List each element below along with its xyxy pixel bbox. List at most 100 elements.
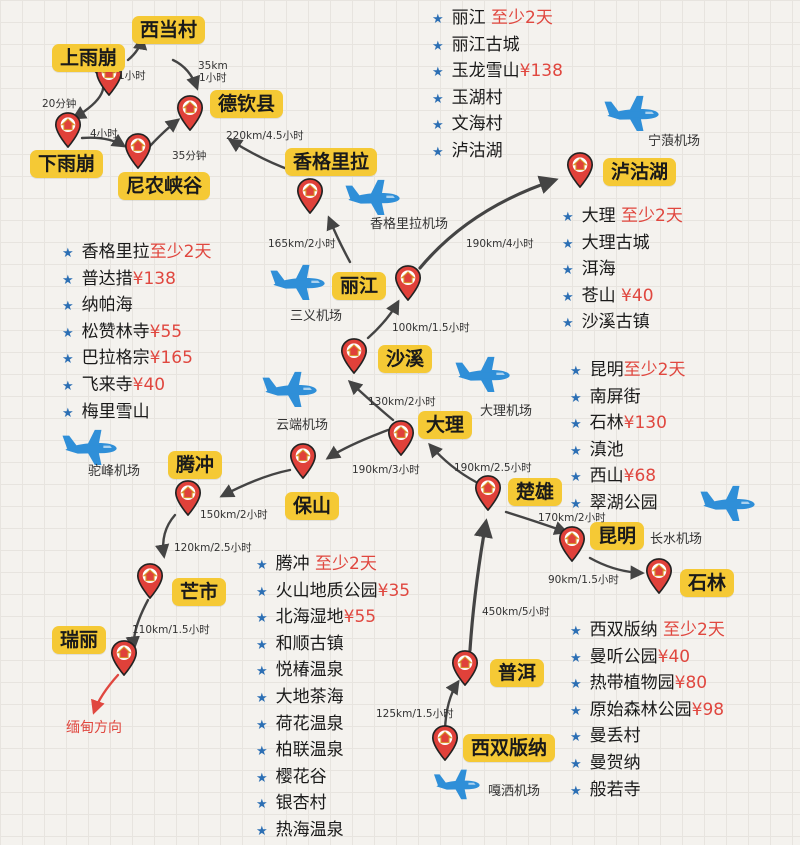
list-item-text: 梅里雪山 <box>81 401 150 422</box>
list-item-text: 荷花温泉 <box>275 713 344 734</box>
route-tengchong-mangshi <box>155 513 177 559</box>
pin-chuxiong <box>475 475 501 511</box>
star-icon: ★ <box>562 263 574 279</box>
distance-mangshi-ruili: 110km/1.5小时 <box>132 624 210 636</box>
star-icon: ★ <box>570 364 582 379</box>
pin-tengchong <box>175 480 201 516</box>
star-icon: ★ <box>570 783 582 799</box>
list-item-text: 樱花谷 <box>275 766 327 787</box>
list-item-note: ¥40 <box>657 646 691 667</box>
city-baoshan: 保山 <box>285 492 340 520</box>
myanmar-direction-label: 缅甸方向 <box>66 720 122 736</box>
city-chuxiong: 楚雄 <box>508 478 563 506</box>
list-item-text: 洱海 <box>581 259 616 280</box>
list-item-text: 普达措 <box>81 268 133 289</box>
list-item: ★北海湿地¥55 <box>256 605 410 632</box>
star-icon: ★ <box>256 823 268 839</box>
list-item-note: ¥138 <box>519 61 563 82</box>
star-icon: ★ <box>570 417 582 433</box>
list-item: ★文海村 <box>432 112 563 139</box>
city-shangrila: 香格里拉 <box>285 148 378 176</box>
list-item: ★巴拉格宗¥165 <box>62 346 211 373</box>
list-item: ★荷花温泉 <box>256 712 410 739</box>
distance-shangrila-lijiang: 165km/2小时 <box>268 238 336 250</box>
list-item-text: 翠湖公园 <box>589 492 658 513</box>
list-item: ★曼贺纳 <box>570 751 725 778</box>
city-shaxi: 沙溪 <box>378 345 433 373</box>
list-item: ★ 南屏街 <box>570 385 685 412</box>
airport-gasa: 嘎洒机场 <box>488 784 541 799</box>
star-icon: ★ <box>570 703 582 719</box>
distance-kunming-shilin: 90km/1.5小时 <box>548 574 619 586</box>
route-nirong-deqin <box>148 118 181 148</box>
pin-shaxi <box>341 338 367 374</box>
city-shilin: 石林 <box>680 569 735 597</box>
star-icon: ★ <box>256 770 268 786</box>
list-item: ★ 洱海 <box>562 257 683 284</box>
list-item-text: 热海温泉 <box>275 819 344 840</box>
list-item-note: ¥165 <box>149 348 193 369</box>
list-item: ★丽江古城 <box>432 33 563 60</box>
list-item-note: ¥55 <box>343 607 377 628</box>
list-item: ★泸沽湖 <box>432 139 563 166</box>
distance-tengchong-mangshi: 120km/2.5小时 <box>174 542 252 554</box>
pin-shangrila <box>297 178 323 214</box>
list-dali: ★大理 至少2天★大理古城★洱海★苍山 ¥40★沙溪古镇 <box>562 204 683 337</box>
list-item-text: 大地茶海 <box>275 686 344 707</box>
route-baoshan-tengchong <box>219 468 292 498</box>
list-item-text: 南屏街 <box>589 386 641 407</box>
pin-nirong <box>125 133 151 169</box>
star-icon: ★ <box>570 677 582 693</box>
list-item-note: ¥98 <box>691 699 725 720</box>
list-item: ★ 翠湖公园 <box>570 491 685 518</box>
star-icon: ★ <box>432 144 444 160</box>
list-tengchong: ★腾冲 至少2天★火山地质公园¥35★北海湿地¥55★和顺古镇★悦椿温泉★大地茶… <box>256 552 410 845</box>
list-item: ★玉湖村 <box>432 86 563 113</box>
distance-banna-puer: 125km/1.5小时 <box>376 708 454 720</box>
list-item: ★柏联温泉 <box>256 738 410 765</box>
list-item: ★曼听公园¥40 <box>570 645 725 672</box>
list-item-note: ¥138 <box>132 268 176 289</box>
pin-deqin <box>177 95 203 131</box>
list-item-note: 至少2天 <box>623 360 686 380</box>
list-item: ★大理古城 <box>562 231 683 258</box>
list-item: ★西山¥68 <box>570 464 685 491</box>
list-item: ★纳帕海 <box>62 293 211 320</box>
list-item-note: 至少2天 <box>309 554 377 574</box>
city-xidangcun: 西当村 <box>132 16 206 44</box>
list-item: ★大理 至少2天 <box>562 204 683 231</box>
airport-tuofeng: 驼峰机场 <box>88 464 141 479</box>
airport-ninglang: 宁蒗机场 <box>648 134 701 149</box>
pin-lijiang <box>395 265 421 301</box>
airplane-icon-sanyi <box>270 264 325 301</box>
airplane-icon-yunduan <box>262 371 317 408</box>
route-kunming-shilin <box>588 556 645 580</box>
star-icon: ★ <box>562 210 574 225</box>
star-icon: ★ <box>570 496 582 512</box>
pin-ruili <box>111 640 137 676</box>
list-item-text: 曼听公园 <box>589 646 658 667</box>
list-item-text: 柏联温泉 <box>275 740 344 761</box>
distance-deqin-shangrila: 220km/4.5小时 <box>226 130 304 142</box>
list-item: ★石林¥130 <box>570 411 685 438</box>
distance-xidang-deqin: 35km 1小时 <box>198 60 228 84</box>
route-lijiang-lugu <box>418 175 559 270</box>
list-shangrila: ★香格里拉至少2天★普达措¥138★纳帕海★松赞林寺¥55★巴拉格宗¥165★飞… <box>62 240 211 426</box>
distance-baoshan-tengchong: 150km/2小时 <box>200 509 268 521</box>
list-item: ★普达措¥138 <box>62 267 211 294</box>
list-item-note: 至少2天 <box>149 242 212 262</box>
pin-kunming <box>559 526 585 562</box>
list-item-note: 至少2天 <box>485 8 553 28</box>
list-item: ★梅里雪山 <box>62 400 211 427</box>
route-banna-puer <box>443 679 460 732</box>
list-item: ★ 樱花谷 <box>256 765 410 792</box>
airplane-icon-changshui <box>700 485 755 522</box>
airport-sanyi: 三义机场 <box>290 309 343 324</box>
pin-lugu <box>567 152 593 188</box>
list-item-note: ¥130 <box>623 413 667 434</box>
list-item: ★滇池 <box>570 438 685 465</box>
list-item: ★和顺古镇 <box>256 632 410 659</box>
star-icon: ★ <box>570 390 582 406</box>
route-xidang-deqin <box>171 58 200 91</box>
airplane-icon-shangrila <box>345 179 400 216</box>
